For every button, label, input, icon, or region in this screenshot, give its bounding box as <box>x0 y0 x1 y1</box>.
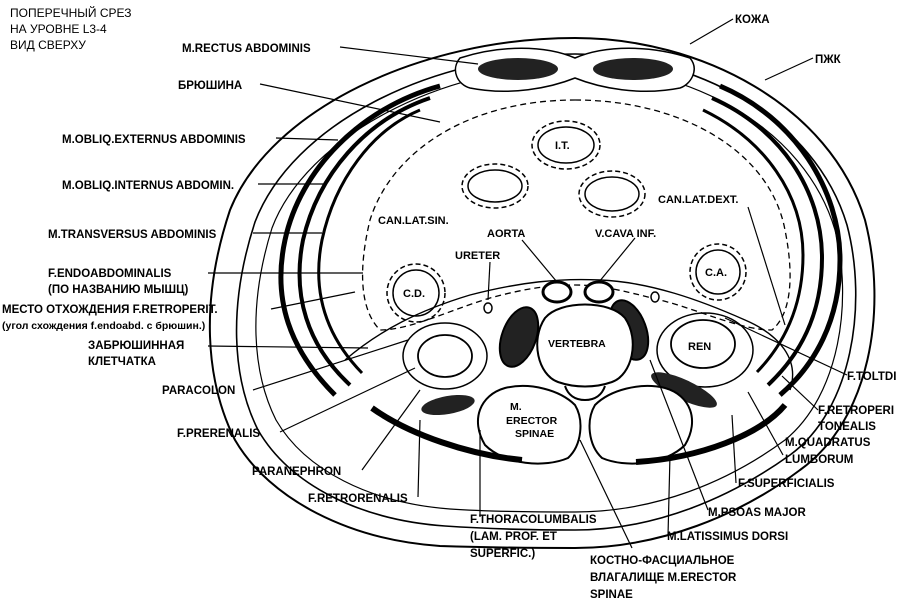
colon-descending <box>392 269 440 317</box>
label-it: I.T. <box>555 140 570 152</box>
label-retroperit-origin-1: МЕСТО ОТХОЖДЕНИЯ F.RETROPERIT. <box>2 304 218 316</box>
jejunum-left <box>467 169 523 203</box>
label-transversus: M.TRANSVERSUS ABDOMINIS <box>48 229 217 241</box>
label-toltdi: F.TOLTDI <box>847 371 896 383</box>
caption-line-1: ПОПЕРЕЧНЫЙ СРЕЗ <box>10 5 132 20</box>
label-thoracolumb-3: SUPERFIC.) <box>470 548 535 560</box>
label-retroperit-tissue-2: КЛЕТЧАТКА <box>88 356 156 368</box>
label-sheath-1: КОСТНО-ФАСЦИАЛЬНОЕ <box>590 555 735 567</box>
kidney-left-capsule <box>402 322 488 390</box>
label-psoas: M.PSOAS MAJOR <box>708 507 806 519</box>
label-retroperitonealis-2: TONEALIS <box>818 421 876 433</box>
quadratus-left <box>421 394 475 416</box>
label-retroperitonealis-1: F.RETROPERI <box>818 405 894 417</box>
label-ureter: URETER <box>455 250 500 262</box>
label-peritoneum: БРЮШИНА <box>178 80 242 92</box>
erector-left <box>476 384 582 465</box>
label-obliq-ext: M.OBLIQ.EXTERNUS ABDOMINIS <box>62 134 246 146</box>
jejunum-left-dashed <box>461 163 529 209</box>
label-subcutis: ПЖК <box>815 54 842 66</box>
label-ca: C.A. <box>705 267 727 279</box>
rectus-abdominis <box>454 47 695 93</box>
peritoneum-dashed <box>362 99 791 331</box>
psoas-left <box>498 306 540 368</box>
kidney-right-capsule <box>656 312 754 388</box>
kidney-left <box>417 334 473 378</box>
label-prerenalis: F.PRERENALIS <box>177 428 260 440</box>
label-can-lat-sin: CAN.LAT.SIN. <box>378 215 449 227</box>
label-sheath-2: ВЛАГАЛИЩЕ M.ERECTOR <box>590 572 737 584</box>
label-sheath-3: SPINAE <box>590 589 633 601</box>
aorta-vessel <box>541 280 573 304</box>
right-labels: КОЖА ПЖК F.SUPERFICIALIS M.QUADRATUS LUM… <box>735 14 896 490</box>
muscle-layers-left <box>278 83 441 397</box>
label-superficialis: F.SUPERFICIALIS <box>738 478 835 490</box>
label-paracolon: PARACOLON <box>162 385 235 397</box>
it-loop-dashed <box>531 120 601 170</box>
quadratus-right <box>651 372 717 408</box>
bottom-labels: F.THORACOLUMBALIS (LAM. PROF. ET SUPERFI… <box>470 507 806 601</box>
jejunum-right <box>584 176 640 212</box>
rectus-left-belly <box>478 58 558 80</box>
label-cd: C.D. <box>403 288 425 300</box>
label-obliq-int: M.OBLIQ.INTERNUS ABDOMIN. <box>62 180 234 192</box>
label-quadratus-2: LUMBORUM <box>785 454 853 466</box>
label-latissimus: M.LATISSIMUS DORSI <box>667 531 788 543</box>
transversus-left <box>317 108 421 375</box>
label-rectus: M.RECTUS ABDOMINIS <box>182 43 311 55</box>
label-erector-1: M. <box>510 401 522 413</box>
colon-descending-dashed <box>386 263 446 323</box>
label-paranephron: PARANEPHRON <box>252 466 341 478</box>
it-loop <box>537 126 595 164</box>
colon-ascending-dashed <box>689 243 747 301</box>
vertebra-body <box>536 303 634 388</box>
label-ren: REN <box>688 341 711 353</box>
header-caption: ПОПЕРЕЧНЫЙ СРЕЗ НА УРОВНЕ L3-4 ВИД СВЕРХ… <box>10 5 132 52</box>
label-retroperit-origin-2: (угол схождения f.endoabd. с брюшин.) <box>2 320 205 332</box>
skin-outline <box>208 36 876 550</box>
label-skin: КОЖА <box>735 14 770 26</box>
caption-line-2: НА УРОВНЕ L3-4 <box>10 22 107 36</box>
label-vertebra: VERTEBRA <box>548 338 606 350</box>
leader-lines <box>207 18 848 549</box>
label-vcava: V.CAVA INF. <box>595 228 656 240</box>
ureter-right <box>650 291 660 303</box>
vcava-vessel <box>583 280 615 304</box>
label-thoracolumb-2: (LAM. PROF. ET <box>470 531 557 543</box>
label-endoabd-1: F.ENDOABDOMINALIS <box>48 268 172 280</box>
label-can-lat-dext: CAN.LAT.DEXT. <box>658 194 738 206</box>
label-erector-2: ERECTOR <box>506 415 558 427</box>
caption-line-3: ВИД СВЕРХУ <box>10 38 86 52</box>
kidney-right <box>670 319 736 369</box>
label-endoabd-2: (ПО НАЗВАНИЮ МЫШЦ) <box>48 284 189 296</box>
left-labels: M.RECTUS ABDOMINIS БРЮШИНА M.OBLIQ.EXTER… <box>2 43 408 505</box>
label-erector-3: SPINAE <box>515 428 554 440</box>
erector-right <box>588 384 694 465</box>
latissimus-right <box>635 403 788 465</box>
inner-labels: CAN.LAT.DEXT. CAN.LAT.SIN. AORTA V.CAVA … <box>378 140 738 440</box>
label-thoracolumb-1: F.THORACOLUMBALIS <box>470 514 597 526</box>
subcutis-line <box>235 53 857 531</box>
rectus-right-belly <box>593 58 673 80</box>
jejunum-right-dashed <box>578 170 646 218</box>
label-quadratus-1: M.QUADRATUS <box>785 437 871 449</box>
vertebra-arch <box>564 385 606 402</box>
obliq-int-left <box>297 96 431 387</box>
label-retroperit-tissue-1: ЗАБРЮШИННАЯ <box>88 340 184 352</box>
ureter-left <box>483 302 493 314</box>
label-aorta: AORTA <box>487 228 525 240</box>
colon-ascending <box>695 249 741 295</box>
transversus-right <box>702 108 805 374</box>
obliq-ext-left <box>278 83 441 397</box>
latissimus-left <box>370 405 523 463</box>
intestines <box>386 120 747 323</box>
label-retrorenalis: F.RETRORENALIS <box>308 493 408 505</box>
